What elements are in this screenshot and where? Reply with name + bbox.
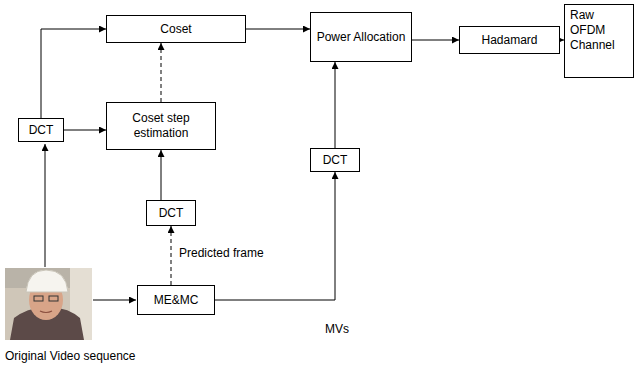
- flow-arrow: [161, 43, 162, 102]
- photo-shirt: [10, 308, 84, 340]
- process-box: Hadamard: [459, 26, 560, 54]
- edge-label: MVs: [323, 322, 351, 336]
- channel-box: Raw OFDM Channel: [564, 4, 634, 78]
- video-frame-photo: [5, 268, 92, 340]
- flow-arrow: [215, 172, 335, 300]
- box-label: DCT: [159, 206, 184, 221]
- process-box: Coset step estimation: [106, 102, 216, 150]
- box-label: Coset step estimation: [107, 111, 215, 141]
- flow-arrow: [412, 40, 459, 41]
- flow-arrow: [171, 226, 172, 285]
- process-box: Coset: [106, 15, 246, 43]
- flow-arrow: [335, 62, 336, 148]
- process-box: Power Allocation: [310, 12, 412, 62]
- flow-arrow: [246, 29, 310, 30]
- edge-label: Predicted frame: [177, 246, 266, 260]
- box-label: DCT: [323, 153, 348, 168]
- photo-mouth: [40, 311, 52, 313]
- flow-arrow: [41, 29, 106, 118]
- photo-glasses-right: [49, 296, 58, 301]
- transform-box: DCT: [146, 200, 196, 226]
- input-arrow: [45, 144, 46, 267]
- box-label: Hadamard: [481, 33, 537, 48]
- photo-background: [5, 268, 92, 340]
- caption-label: Original Video sequence: [3, 349, 138, 363]
- transform-box: DCT: [310, 148, 360, 172]
- flow-arrow: [161, 150, 162, 200]
- input-arrow: [93, 300, 136, 301]
- photo-glasses-left: [34, 296, 43, 301]
- photo-helmet: [26, 270, 68, 292]
- process-box: ME&MC: [137, 285, 215, 315]
- box-label: ME&MC: [154, 293, 199, 308]
- box-label: DCT: [29, 123, 54, 138]
- box-label: Raw OFDM Channel: [570, 8, 628, 53]
- flow-arrow: [64, 130, 106, 131]
- box-label: Power Allocation: [317, 30, 406, 45]
- transform-box: DCT: [18, 118, 64, 142]
- box-label: Coset: [160, 22, 191, 37]
